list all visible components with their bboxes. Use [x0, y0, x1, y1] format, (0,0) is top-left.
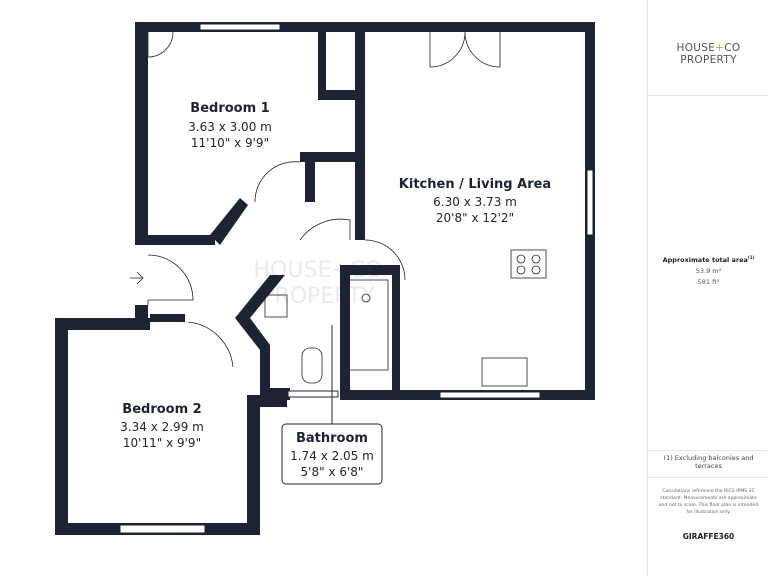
- shower-drain-icon: [361, 293, 371, 303]
- doors: [130, 31, 547, 387]
- room-metric: 3.63 x 3.00 m: [188, 120, 272, 134]
- room-imperial: 10'11" x 9'9": [123, 436, 201, 450]
- logo-text: CO: [724, 42, 741, 54]
- area-title: Approximate total area: [662, 256, 748, 265]
- room-name: Kitchen / Living Area: [399, 177, 551, 192]
- windows: [119, 23, 594, 534]
- total-area: Approximate total area(1) 53.9 m² 581 ft…: [648, 252, 768, 288]
- room-imperial: 5'8" x 6'8": [301, 465, 364, 479]
- room-name: Bedroom 1: [190, 101, 269, 116]
- room-label-bathroom: Bathroom 1.74 x 2.05 m 5'8" x 6'8": [281, 325, 383, 485]
- room-metric: 1.74 x 2.05 m: [290, 449, 374, 463]
- window: [586, 169, 594, 236]
- room-label-bedroom-1: Bedroom 1 3.63 x 3.00 m 11'10" x 9'9": [188, 101, 272, 150]
- info-panel: HOUSE+CO PROPERTY Approximate total area…: [647, 0, 768, 576]
- divider: [648, 450, 768, 451]
- room-label-kitchen: Kitchen / Living Area 6.30 x 3.73 m 20'8…: [399, 177, 551, 225]
- entrance-arrow-icon: [130, 271, 144, 285]
- area-m2: 53.9 m²: [695, 267, 722, 276]
- shower: [342, 279, 389, 371]
- window: [287, 390, 339, 398]
- room-name: Bathroom: [296, 431, 368, 446]
- room-metric: 3.34 x 2.99 m: [120, 420, 204, 434]
- floor-plan: HOUSE+CO PROPERTY: [55, 22, 595, 535]
- divider: [648, 95, 768, 96]
- watermark-line2: PROPERTY: [261, 284, 375, 309]
- divider: [648, 477, 768, 478]
- room-imperial: 20'8" x 12'2": [436, 211, 514, 225]
- calculation-note: Calculations reference the RICS IPMS 3C …: [658, 489, 759, 515]
- logo-text: HOUSE: [676, 42, 716, 54]
- kitchen-sink-icon: [481, 357, 528, 387]
- logo-plus: +: [715, 42, 725, 54]
- logo: HOUSE+CO PROPERTY: [648, 42, 768, 66]
- room-metric: 6.30 x 3.73 m: [433, 195, 517, 209]
- brand-logo: GIRAFFE360: [682, 532, 735, 541]
- area-footnote-mark: (1): [747, 255, 755, 260]
- window: [199, 23, 281, 31]
- area-ft2: 581 ft²: [697, 278, 720, 287]
- sink-icon: [264, 294, 288, 318]
- toilet-icon: [301, 347, 323, 384]
- logo-text: PROPERTY: [680, 54, 737, 66]
- window: [439, 391, 541, 399]
- window: [119, 524, 206, 534]
- hob-icon: [510, 249, 547, 279]
- room-name: Bedroom 2: [122, 402, 201, 417]
- footnote: (1) Excluding balconies and terraces: [663, 454, 754, 470]
- room-imperial: 11'10" x 9'9": [191, 136, 269, 150]
- room-label-bedroom-2: Bedroom 2 3.34 x 2.99 m 10'11" x 9'9": [120, 402, 204, 450]
